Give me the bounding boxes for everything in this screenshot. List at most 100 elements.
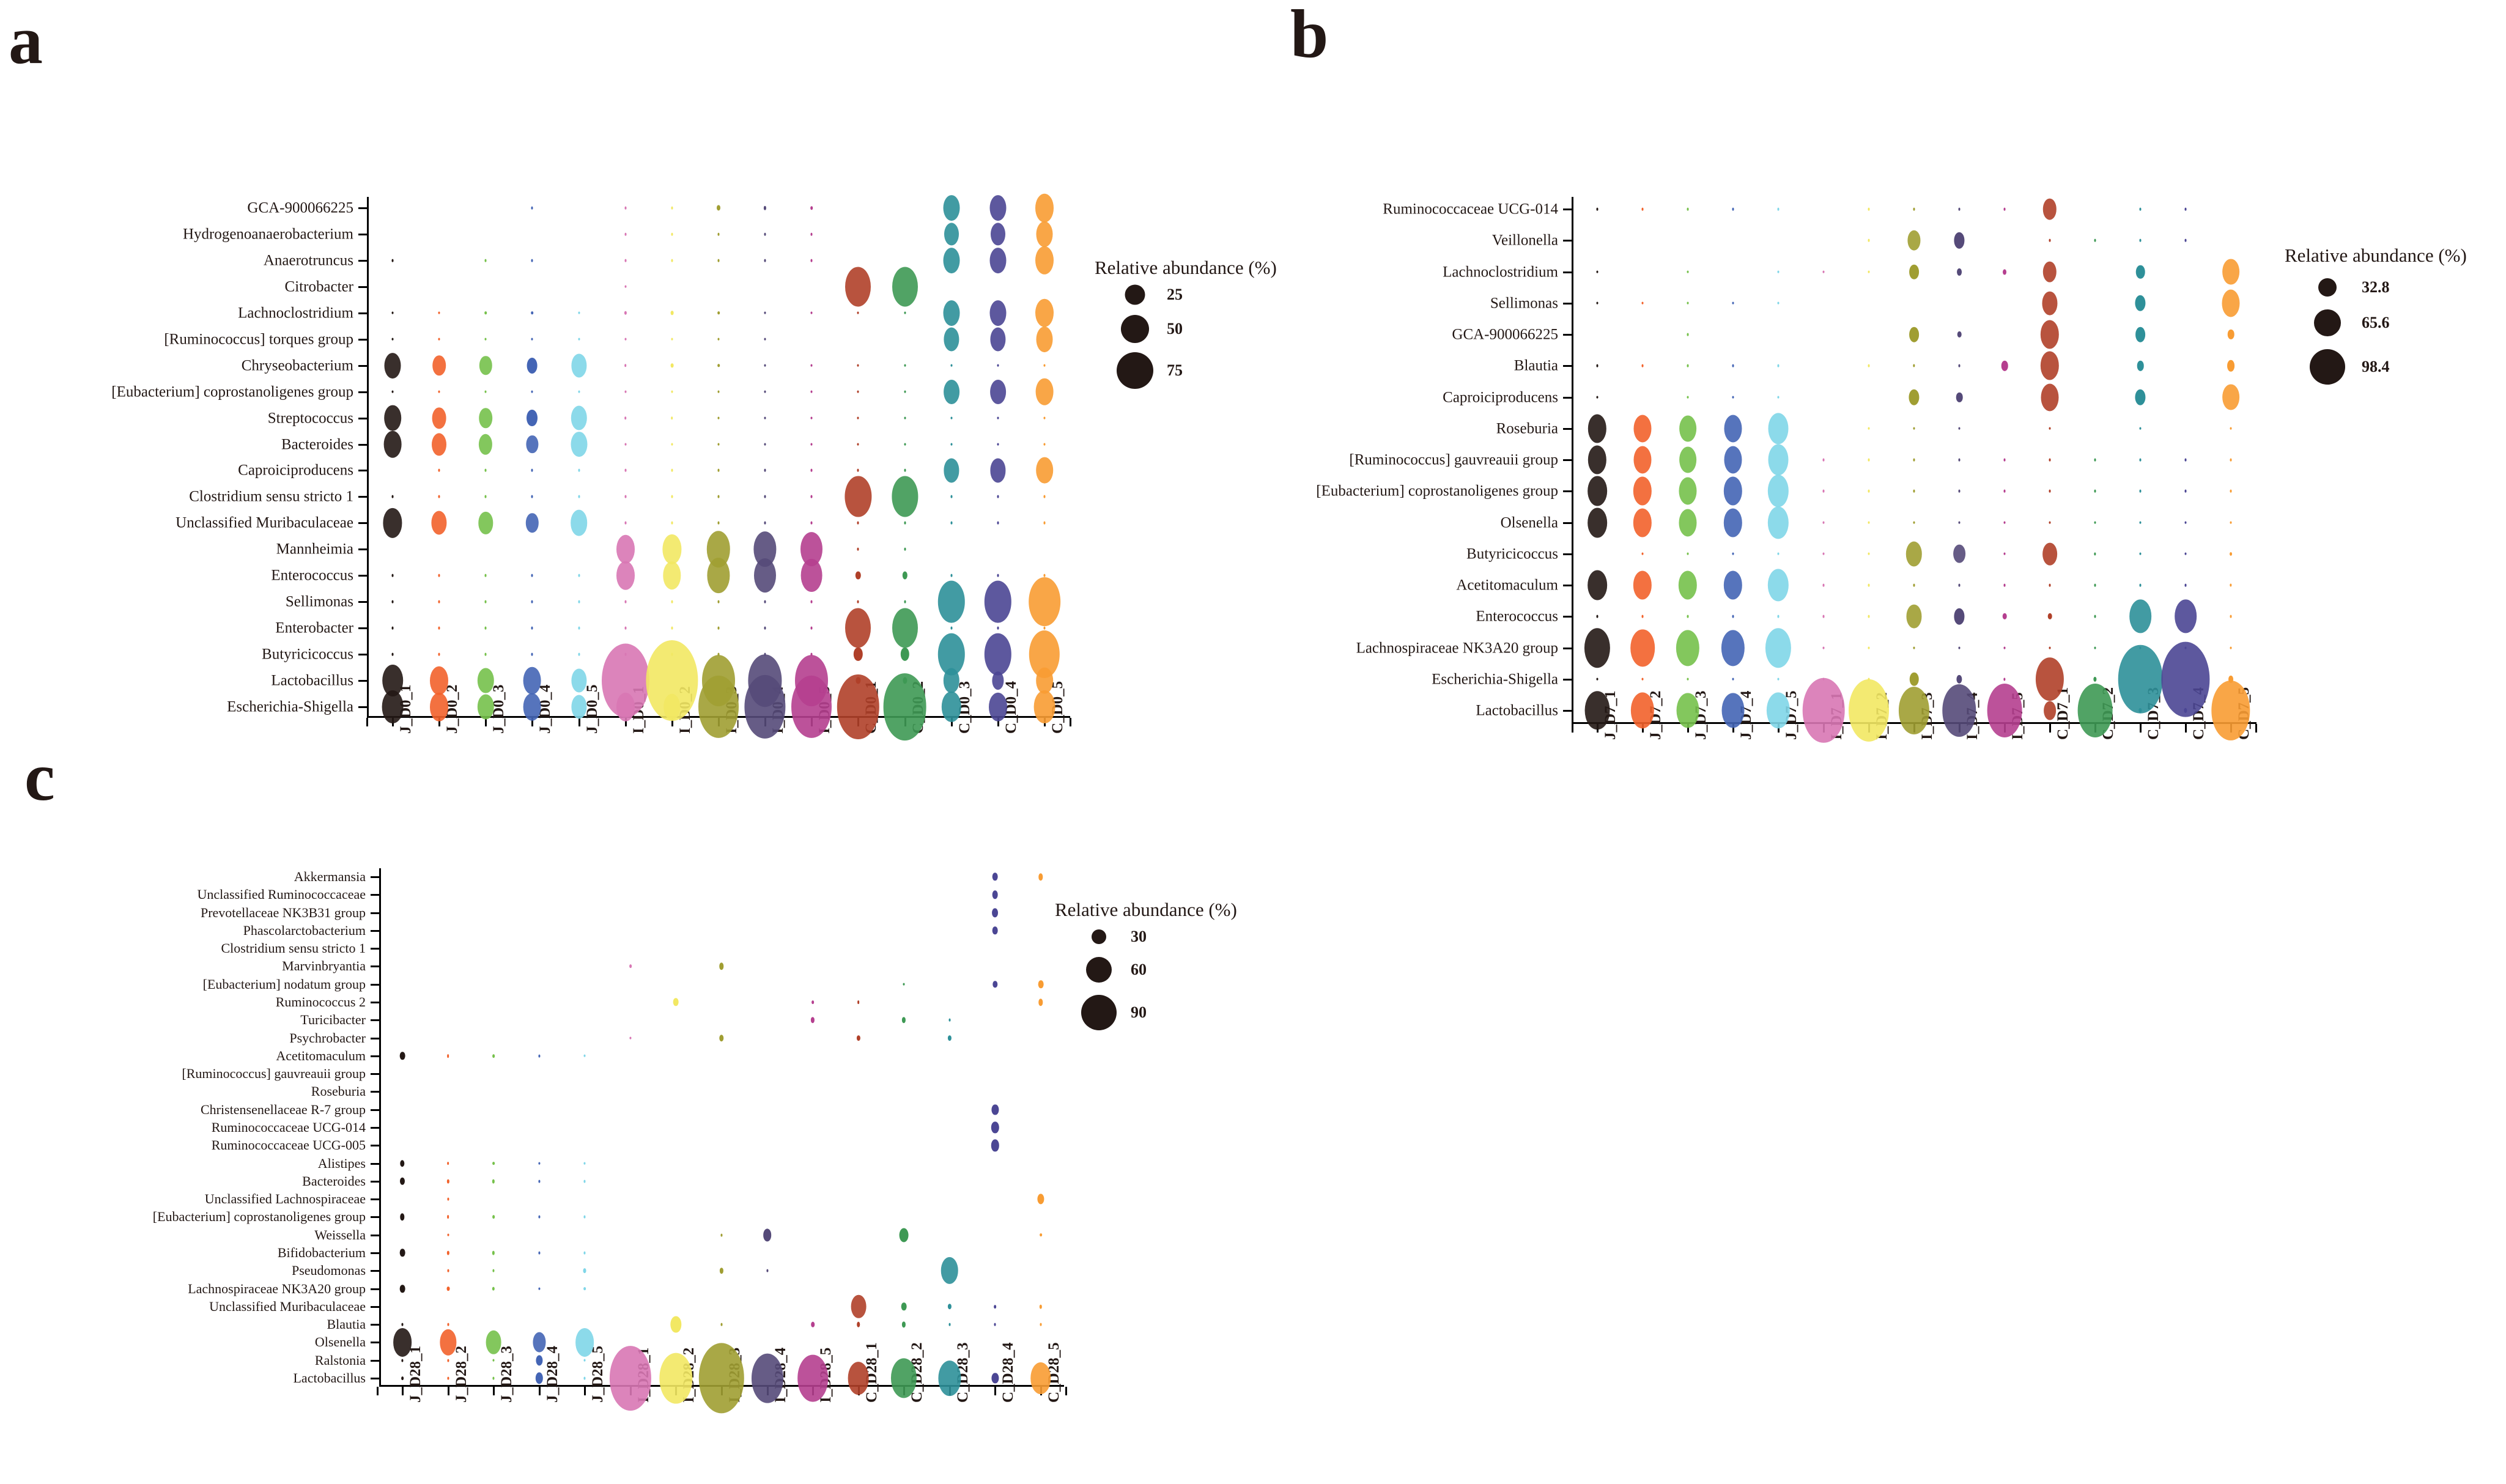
bubble-marker <box>1766 692 1791 729</box>
bubble-marker <box>2184 489 2187 493</box>
bubble-marker <box>583 1251 586 1255</box>
bubble-marker <box>989 195 1007 221</box>
bubble-marker <box>717 363 720 367</box>
bubble-marker <box>1036 326 1053 352</box>
bubble-marker <box>624 311 627 316</box>
legend-size-dot <box>2314 309 2341 336</box>
bubble-marker <box>438 626 440 630</box>
bubble-marker <box>1958 458 1961 462</box>
bubble-marker <box>536 1355 543 1366</box>
bubble-marker <box>671 443 673 446</box>
legend-value-label: 32.8 <box>2362 278 2390 296</box>
x-axis-label: J_D28_4 <box>544 1345 561 1403</box>
bubble-marker <box>383 508 402 538</box>
bubble-marker <box>401 1323 404 1326</box>
y-axis-label: Streptococcus <box>267 410 353 427</box>
bubble-marker <box>1868 552 1870 556</box>
bubble-marker <box>1679 446 1696 473</box>
bubble-marker <box>393 1328 412 1357</box>
bubble-marker <box>2042 198 2057 220</box>
bubble-marker <box>1913 646 1915 649</box>
y-axis-label: Lachnoclostridium <box>238 305 353 322</box>
legend-title: Relative abundance (%) <box>1055 899 1237 920</box>
bubble-marker <box>2184 707 2187 714</box>
y-axis-label: [Eubacterium] coprostanoligenes group <box>152 1209 366 1225</box>
legend-size-dot <box>1092 929 1106 944</box>
bubble-marker <box>845 608 871 648</box>
x-axis-tick <box>1687 724 1689 733</box>
y-axis-tick <box>1563 553 1572 555</box>
bubble-marker <box>857 311 859 315</box>
bubble-marker <box>937 580 965 623</box>
bubble-marker <box>446 1161 449 1165</box>
y-axis-tick <box>358 233 367 235</box>
bubble-marker <box>2118 644 2163 714</box>
bubble-marker <box>439 1329 457 1356</box>
y-axis-tick <box>358 654 367 656</box>
bubble-marker <box>719 1034 724 1042</box>
y-axis-tick <box>1563 678 1572 681</box>
bubble-marker <box>431 511 447 535</box>
bubble-marker <box>1907 230 1921 251</box>
bubble-marker <box>800 559 822 592</box>
bubble-marker <box>1596 615 1599 618</box>
bubble-marker <box>1868 207 1870 211</box>
bubble-marker <box>479 407 493 429</box>
x-axis-tick <box>994 1387 997 1395</box>
bubble-marker <box>1641 615 1644 618</box>
y-axis-label: Unclassified Muribaculaceae <box>209 1298 366 1314</box>
bubble-marker <box>2139 427 2142 430</box>
bubble-marker <box>671 232 673 236</box>
bubble-marker <box>624 443 627 446</box>
bubble-marker <box>1913 489 1915 493</box>
bubble-marker <box>1777 552 1780 556</box>
bubble-marker <box>527 409 538 427</box>
bubble-marker <box>992 873 998 881</box>
bubble-marker <box>891 1358 917 1398</box>
bubble-marker <box>2094 552 2096 556</box>
bubble-marker <box>994 1323 996 1326</box>
bubble-marker <box>1721 693 1745 728</box>
bubble-marker <box>1765 627 1792 668</box>
bubble-marker <box>1721 629 1745 666</box>
bubble-marker <box>2184 583 2187 587</box>
bubble-marker <box>892 267 918 307</box>
bubble-marker <box>523 666 541 695</box>
bubble-marker <box>2003 207 2006 211</box>
bubble-marker <box>1596 301 1599 305</box>
legend-value-label: 60 <box>1131 961 1147 978</box>
bubble-marker <box>578 469 580 472</box>
bubble-marker <box>1913 207 1915 211</box>
bubble-marker <box>764 469 766 472</box>
y-axis-tick <box>371 1037 379 1039</box>
bubble-marker <box>624 626 627 630</box>
panel-a-letter: a <box>9 2 43 78</box>
bubble-marker <box>1588 570 1607 600</box>
y-axis-label: Psychrobacter <box>289 1030 366 1046</box>
bubble-marker <box>400 1213 405 1221</box>
bubble-marker <box>2003 521 2006 524</box>
bubble-marker <box>670 363 674 368</box>
bubble-marker <box>717 205 720 211</box>
bubble-marker <box>1037 1194 1044 1205</box>
bubble-marker <box>2049 646 2051 649</box>
bubble-marker <box>578 338 580 341</box>
bubble-marker <box>2094 238 2096 242</box>
y-axis-label: Escherichia-Shigella <box>1432 671 1558 688</box>
y-axis-label: Clostridium sensu stricto 1 <box>189 488 353 505</box>
bubble-marker <box>764 259 766 262</box>
bubble-marker <box>1957 331 1962 338</box>
bubble-marker <box>2094 583 2096 587</box>
bubble-marker <box>2230 583 2232 587</box>
bubble-marker <box>2230 458 2232 462</box>
bubble-marker <box>578 311 580 315</box>
bubble-marker <box>583 1376 586 1380</box>
bubble-marker <box>492 1161 495 1165</box>
bubble-marker <box>531 600 533 604</box>
bubble-marker <box>764 652 766 656</box>
bubble-marker <box>526 435 539 454</box>
y-axis-tick <box>358 548 367 551</box>
y-axis-line <box>1572 197 1573 724</box>
